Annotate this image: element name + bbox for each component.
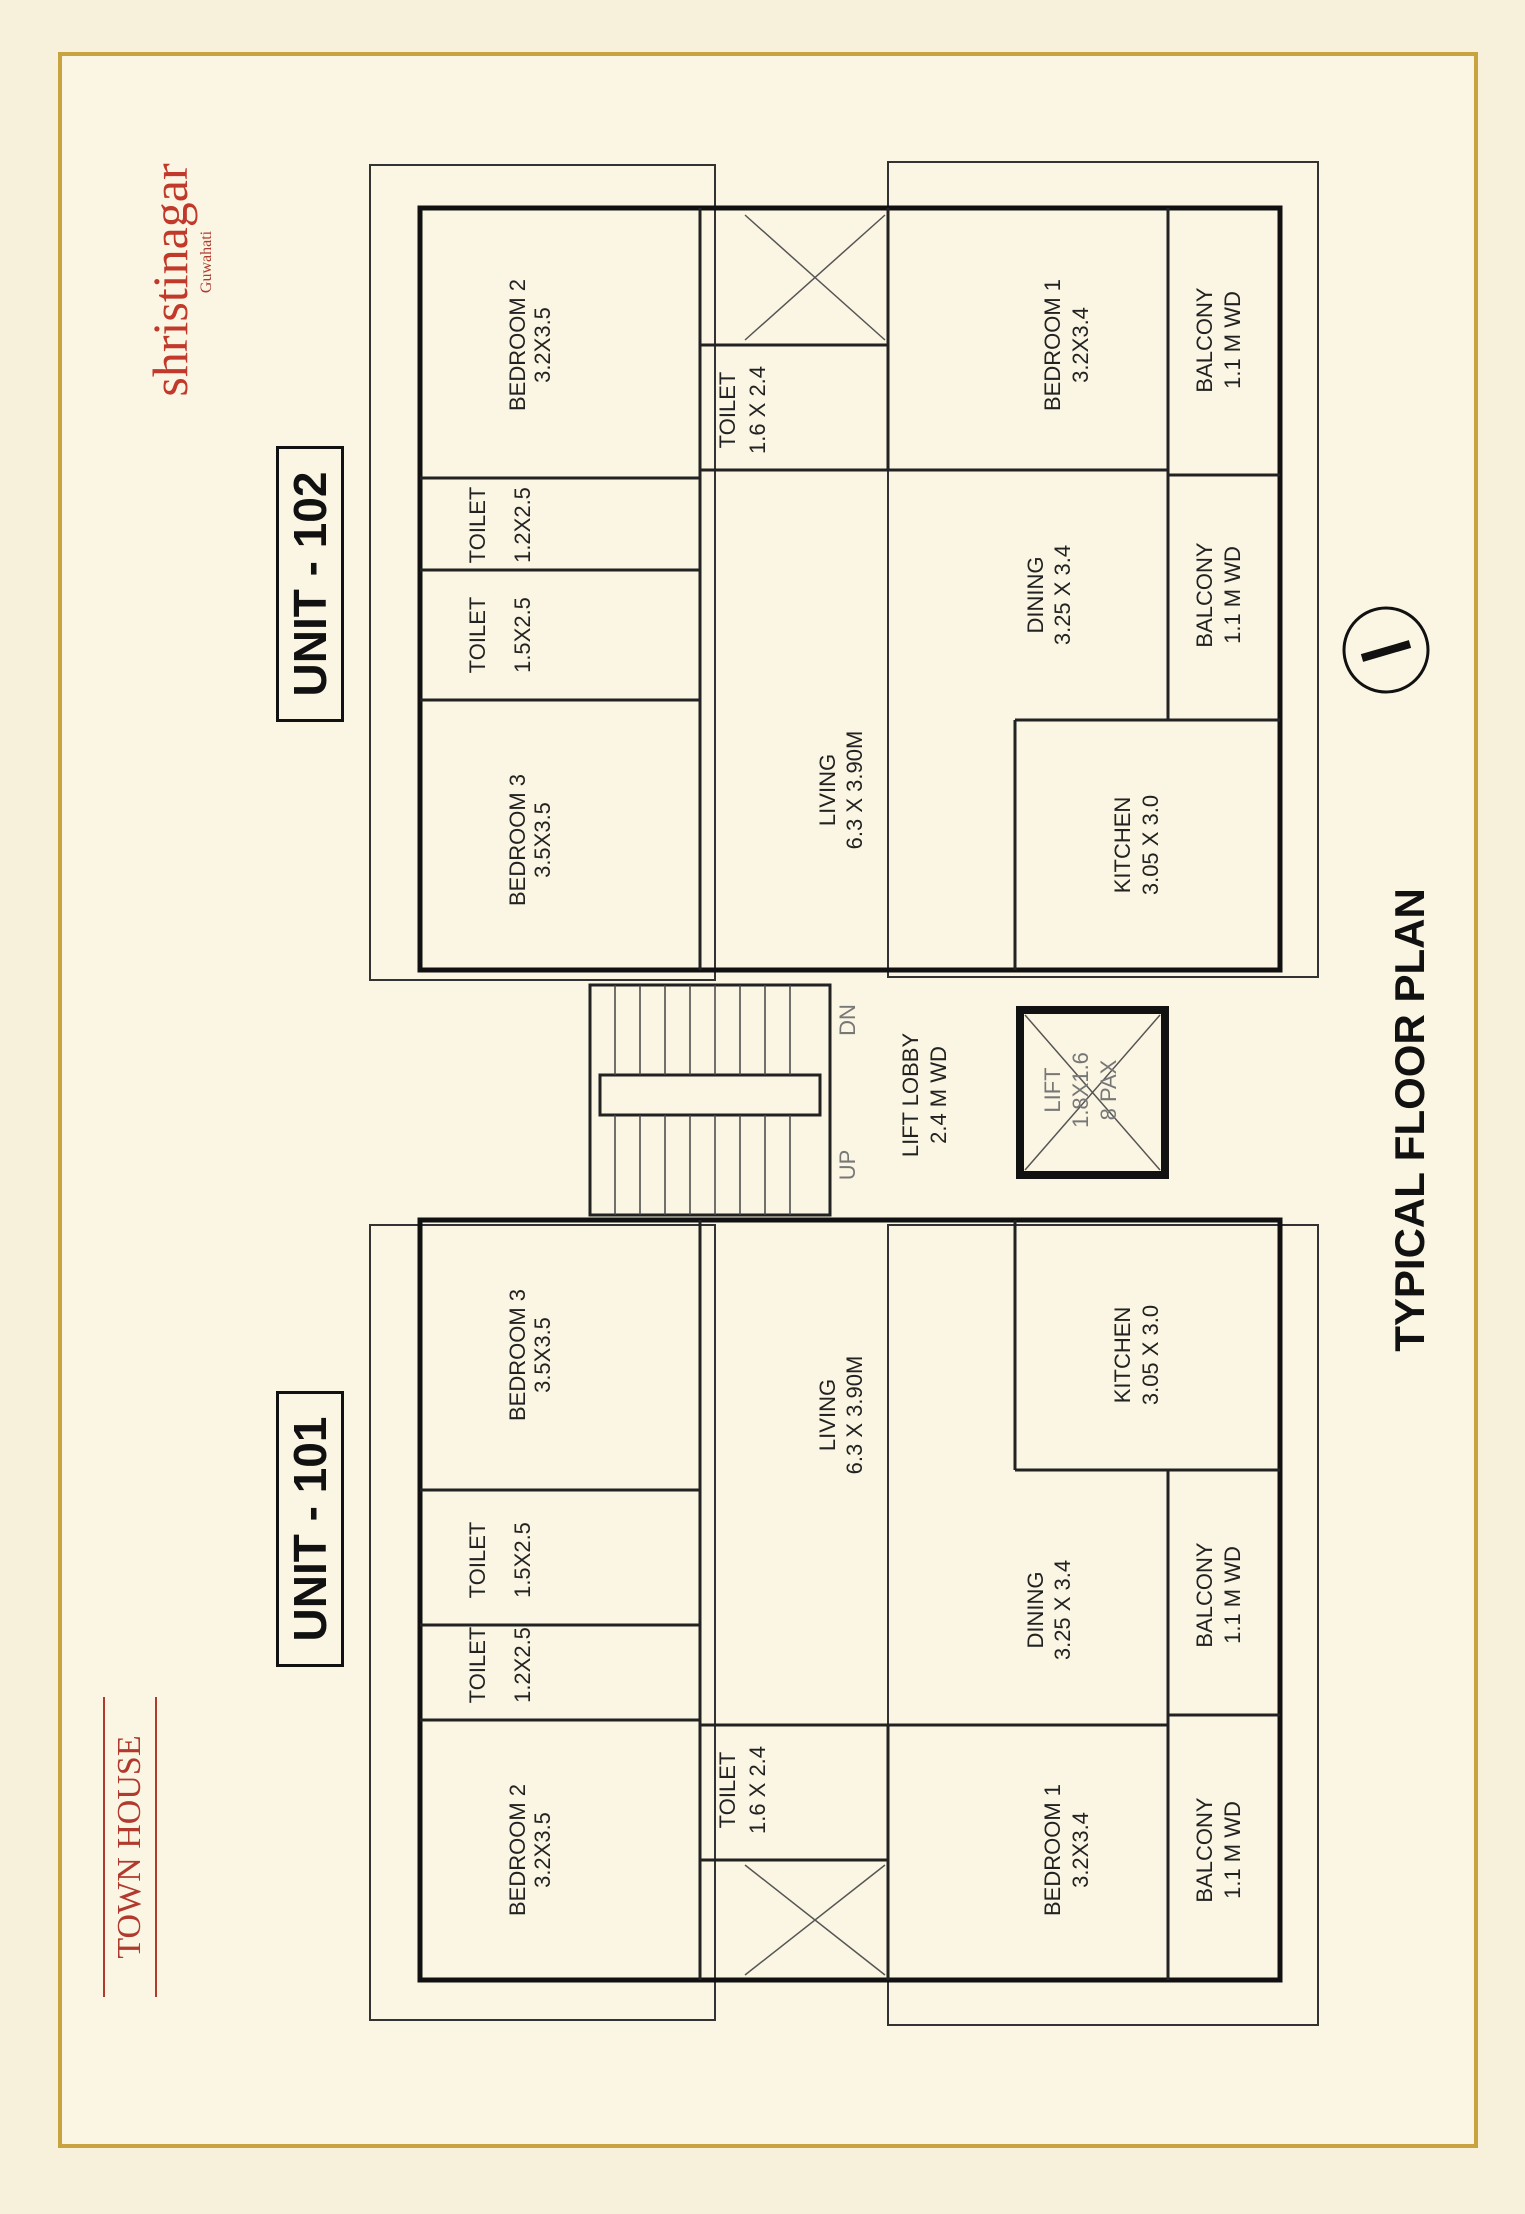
room-label: TOILET [465,1627,490,1704]
unit-102-walls [417,205,1283,973]
compass-label: N [1336,676,1341,700]
room-size: 1.5X2.5 [510,597,535,673]
room-label: KITCHEN [1110,1307,1135,1404]
lift-label: LIFT [1040,1067,1065,1112]
room-size: 3.2X3.4 [1068,307,1093,383]
room-size: 1.2X2.5 [510,1627,535,1703]
page-frame [58,52,1478,2148]
room-size: 6.3 X 3.90M [842,1356,867,1475]
lift-size: 1.8X1.6 [1068,1052,1093,1128]
lobby-size: 2.4 M WD [926,1046,951,1144]
north-arrow-icon: N [1336,606,1430,700]
room-label: LIVING [815,1379,840,1451]
room-size: 1.1 M WD [1220,1801,1245,1899]
plot-outline-101-right [887,1224,1319,2026]
room-label: BALCONY [1192,287,1217,392]
room-size: 3.25 X 3.4 [1050,545,1075,645]
room-label: BEDROOM 3 [505,774,530,906]
room-label: DINING [1023,557,1048,634]
room-label: LIVING [815,754,840,826]
room-size: 3.2X3.5 [530,1812,555,1888]
room-size: 3.2X3.5 [530,307,555,383]
lift-capacity: 8 PAX [1096,1059,1121,1120]
room-label: KITCHEN [1110,797,1135,894]
room-size: 3.5X3.5 [530,1317,555,1393]
room-label: TOILET [715,372,740,449]
room-size: 3.05 X 3.0 [1138,795,1163,895]
room-label: BEDROOM 2 [505,279,530,411]
room-label: TOILET [465,1522,490,1599]
room-size: 1.1 M WD [1220,291,1245,389]
plot-outline-102-left [369,164,716,981]
room-size: 6.3 X 3.90M [842,731,867,850]
room-label: BEDROOM 2 [505,1784,530,1916]
room-label: BEDROOM 1 [1040,1784,1065,1916]
room-size: 3.2X3.4 [1068,1812,1093,1888]
room-size: 1.2X2.5 [510,487,535,563]
room-size: 3.25 X 3.4 [1050,1560,1075,1660]
lift-shaft [1016,1006,1169,1179]
room-size: 1.1 M WD [1220,546,1245,644]
room-label: BALCONY [1192,1542,1217,1647]
room-label: DINING [1023,1572,1048,1649]
room-label: BALCONY [1192,1797,1217,1902]
room-size: 3.05 X 3.0 [1138,1305,1163,1405]
room-label: TOILET [715,1752,740,1829]
room-size: 1.1 M WD [1220,1546,1245,1644]
room-size: 1.5X2.5 [510,1522,535,1598]
room-label: BEDROOM 3 [505,1289,530,1421]
room-label: BEDROOM 1 [1040,279,1065,411]
room-label: BALCONY [1192,542,1217,647]
room-label: TOILET [465,487,490,564]
plot-outline-102-right [887,161,1319,978]
room-size: 1.6 X 2.4 [745,1746,770,1834]
unit-101-walls [417,1217,1283,1983]
lobby-label: LIFT LOBBY [898,1033,923,1158]
staircase [588,983,832,1217]
room-label: TOILET [465,597,490,674]
stair-down-label: DN [835,1004,860,1036]
stair-landing [598,1073,822,1117]
room-size: 3.5X3.5 [530,802,555,878]
room-size: 1.6 X 2.4 [745,366,770,454]
stair-up-label: UP [835,1150,860,1181]
plot-outline-101-left [369,1224,716,2021]
